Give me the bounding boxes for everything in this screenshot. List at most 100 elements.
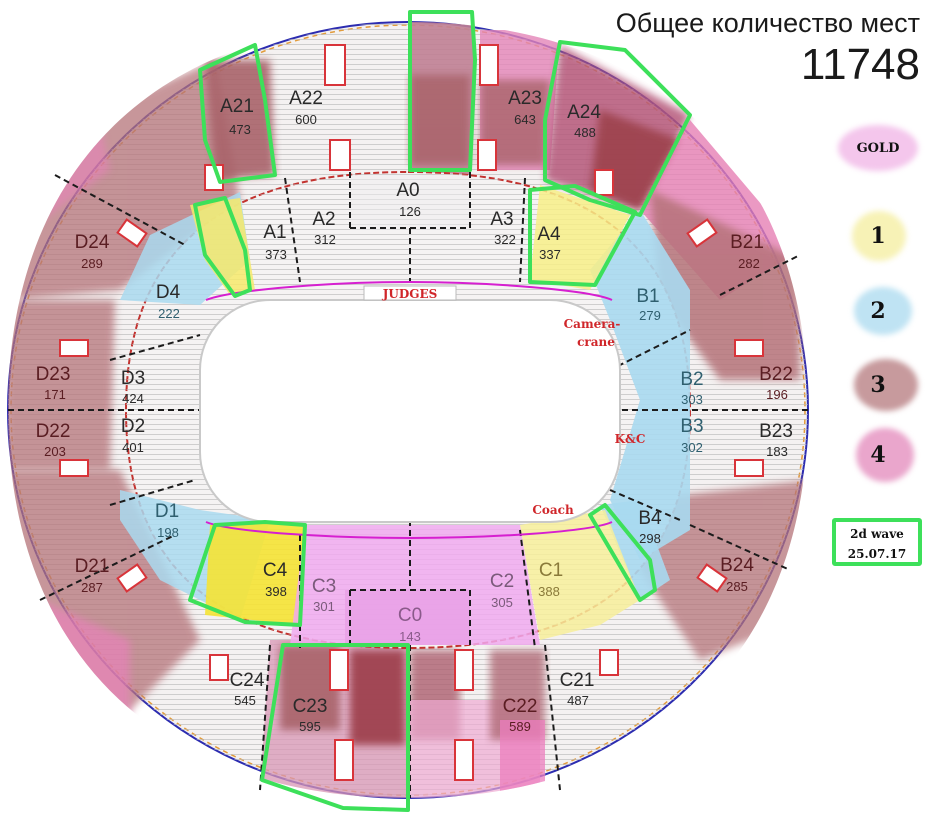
camera-crane-label-1: Camera-: [564, 317, 621, 331]
svg-text:373: 373: [265, 247, 287, 262]
svg-text:222: 222: [158, 306, 180, 321]
svg-text:C4: C4: [263, 560, 288, 581]
aisles: [59, 44, 764, 781]
svg-text:488: 488: [574, 125, 596, 140]
second-wave-badge: 2d wave 25.07.17: [832, 518, 922, 566]
svg-text:A1: A1: [263, 222, 286, 243]
svg-text:A0: A0: [396, 180, 419, 201]
svg-text:303: 303: [681, 392, 703, 407]
svg-text:B24: B24: [720, 555, 754, 576]
ice-rink: [199, 280, 621, 540]
wave-label: 2d wave: [850, 527, 904, 541]
svg-text:322: 322: [494, 232, 516, 247]
svg-text:A23: A23: [508, 88, 542, 109]
judges-label: JUDGES: [382, 287, 438, 301]
svg-text:473: 473: [229, 122, 251, 137]
svg-text:A21: A21: [220, 96, 254, 117]
svg-text:595: 595: [299, 719, 321, 734]
svg-text:B21: B21: [730, 232, 764, 253]
svg-text:D23: D23: [36, 364, 71, 385]
svg-text:285: 285: [726, 579, 748, 594]
svg-text:312: 312: [314, 232, 336, 247]
svg-text:398: 398: [265, 584, 287, 599]
legend-item-gold: GOLD: [828, 118, 928, 178]
kiss-and-cry-label: K&C: [615, 432, 646, 446]
header: Общее количество мест 11748: [616, 6, 920, 90]
svg-text:B23: B23: [759, 421, 793, 442]
gold-swatch-icon: [838, 125, 918, 171]
svg-text:C21: C21: [560, 670, 595, 691]
category-4-swatch-icon: [856, 428, 914, 482]
svg-text:C1: C1: [539, 560, 563, 581]
camera-crane-label-2: crane: [577, 335, 615, 349]
legend-item-1: 1: [828, 206, 928, 266]
svg-text:289: 289: [81, 256, 103, 271]
svg-text:A22: A22: [289, 88, 323, 109]
svg-text:D22: D22: [36, 421, 71, 442]
svg-text:B4: B4: [638, 508, 662, 529]
svg-text:D24: D24: [75, 232, 110, 253]
svg-text:D4: D4: [156, 282, 181, 303]
inner-ring-zones: [120, 175, 690, 645]
svg-text:C22: C22: [503, 696, 538, 717]
svg-text:C23: C23: [293, 696, 328, 717]
svg-text:287: 287: [81, 580, 103, 595]
svg-text:487: 487: [567, 693, 589, 708]
coach-label: Coach: [532, 503, 574, 517]
legend-item-3: 3: [828, 355, 928, 415]
legend-item-2: 2: [828, 281, 928, 341]
svg-text:B2: B2: [680, 369, 703, 390]
svg-text:B22: B22: [759, 364, 793, 385]
svg-text:388: 388: [538, 584, 560, 599]
svg-text:282: 282: [738, 256, 760, 271]
svg-text:D1: D1: [155, 501, 179, 522]
svg-text:D21: D21: [75, 556, 110, 577]
total-seats-count: 11748: [800, 40, 920, 89]
svg-text:143: 143: [399, 629, 421, 644]
svg-text:424: 424: [122, 391, 144, 406]
svg-text:D2: D2: [121, 416, 145, 437]
svg-text:196: 196: [766, 387, 788, 402]
svg-text:401: 401: [122, 440, 144, 455]
svg-text:A3: A3: [490, 209, 513, 230]
svg-text:B3: B3: [680, 416, 703, 437]
category-1-swatch-icon: [852, 211, 906, 261]
svg-text:C24: C24: [230, 670, 265, 691]
